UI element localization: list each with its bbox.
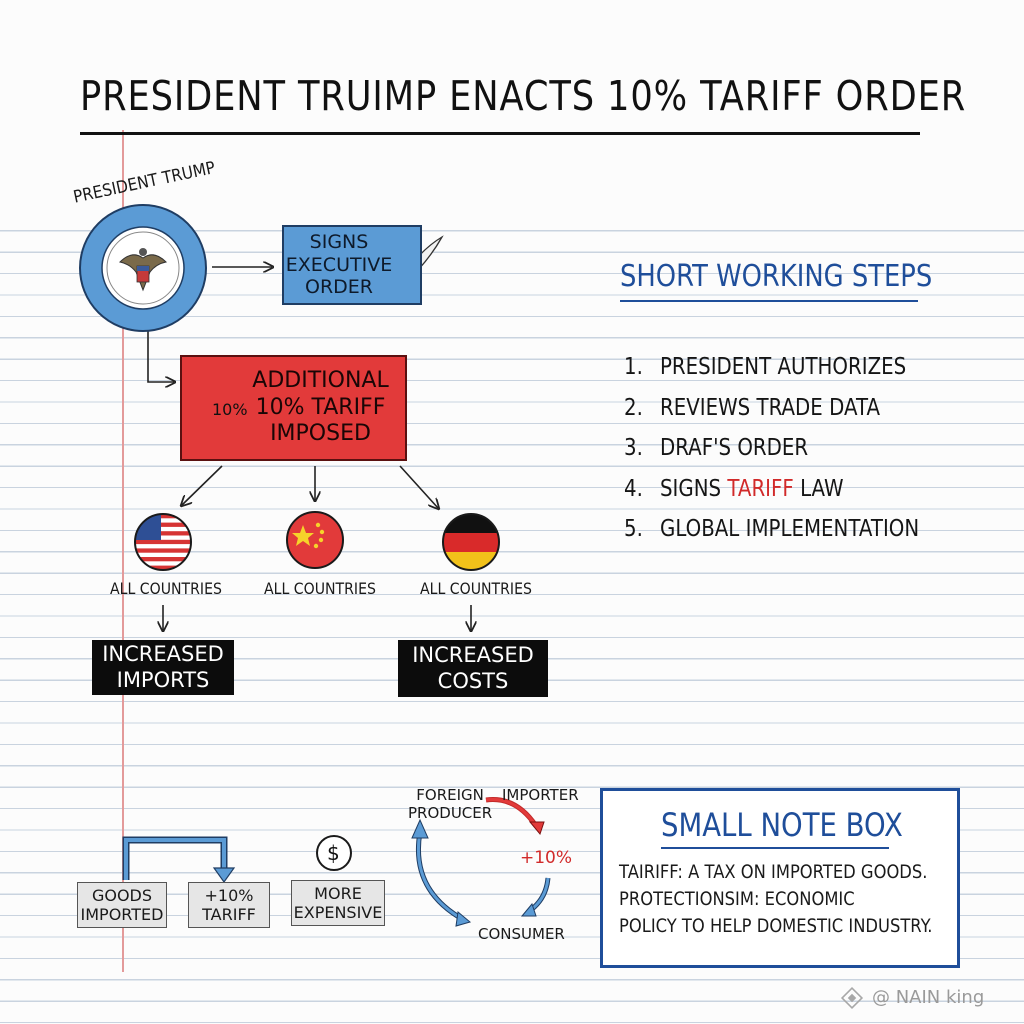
increased-imports-box: INCREASED IMPORTS — [92, 640, 234, 695]
costs-line-1: INCREASED — [412, 643, 534, 668]
note-heading: SMALL NOTE BOX — [661, 806, 903, 844]
note-line-3: POLICY TO HELP DOMESTIC INDUSTRY. — [619, 915, 933, 937]
step-1-number: 1. — [624, 354, 643, 380]
flow-tariff-line-2: TARIFF — [202, 905, 256, 924]
watermark-logo-icon — [840, 986, 864, 1010]
presidential-seal-icon — [79, 204, 207, 332]
exec-line-3: ORDER — [304, 276, 373, 299]
importer-label: IMPORTER — [502, 786, 579, 804]
step-4-text: SIGNS TARIFF LAW — [660, 478, 844, 501]
dollar-coin-icon — [316, 835, 352, 871]
arrow-tariff-to-usa — [182, 465, 223, 505]
additional-tariff-box: ADDITIONAL 10% TARIFF IMPOSED — [180, 355, 407, 461]
steps-heading-underline — [620, 300, 918, 302]
signs-executive-order-box: SIGNS EXECUTIVE ORDER — [282, 225, 422, 305]
arrow-consumer-to-producer — [415, 831, 466, 923]
tariff-line-1: ADDITIONAL — [252, 368, 389, 394]
step-5-number: 5. — [624, 516, 643, 542]
step-4-pre: SIGNS — [660, 476, 728, 502]
exec-line-2: EXECUTIVE — [285, 253, 393, 276]
step-4-number: 4. — [624, 476, 643, 502]
step-2-number: 2. — [624, 395, 643, 421]
arrow-seal-to-tariff — [147, 330, 174, 382]
small-note-box: SMALL NOTE BOX TAIRIFF: A TAX ON IMPORTE… — [600, 788, 960, 968]
costs-line-2: COSTS — [437, 668, 509, 693]
imports-line-2: IMPORTS — [116, 667, 210, 692]
increased-costs-box: INCREASED COSTS — [398, 640, 548, 697]
note-line-1: TAIRIFF: A TAX ON IMPORTED GOODS. — [619, 861, 928, 883]
flow-tariff-line-1: +10% — [204, 885, 254, 905]
step-2-text: REVIEWS TRADE DATA — [660, 395, 881, 421]
note-heading-underline — [661, 847, 889, 849]
margin-line — [122, 130, 124, 972]
goods-line-2: IMPORTED — [80, 905, 164, 924]
germany-flag-icon — [442, 513, 500, 571]
step-4-highlight: TARIFF — [727, 476, 794, 502]
goods-imported-box: GOODS IMPORTED — [77, 882, 167, 928]
arrow-goods-to-tariff — [122, 836, 228, 880]
tariff-line-3: IMPOSED — [270, 421, 371, 447]
watermark-text: @ NAIN king — [872, 987, 985, 1008]
goods-line-1: GOODS — [91, 885, 153, 905]
foreign-producer-label: FOREIGN PRODUCER — [408, 786, 492, 822]
foreign-line-2: PRODUCER — [408, 804, 493, 822]
title-underline — [80, 132, 920, 135]
step-3-text: DRAF'S ORDER — [660, 435, 809, 461]
china-flag-icon — [286, 511, 344, 569]
plus-tariff-box: +10% TARIFF — [188, 882, 270, 928]
expensive-line-2: EXPENSIVE — [293, 903, 383, 922]
arrow-tariff-to-germany — [399, 465, 438, 508]
cycle-percent-label: +10% — [520, 848, 573, 868]
more-expensive-box: MORE EXPENSIVE — [291, 880, 385, 926]
step-1-text: PRESIDENT AUTHORIZES — [660, 354, 907, 380]
tariff-line-2: 10% TARIFF — [255, 394, 386, 420]
usa-flag-icon — [134, 513, 192, 571]
page-title: PRESIDENT TRUIMP ENACTS 10% TARIFF ORDER — [80, 72, 967, 120]
country-label-china: ALL COUNTRIES — [264, 579, 376, 598]
dollar-symbol: $ — [327, 841, 340, 865]
foreign-line-1: FOREIGN — [416, 786, 484, 804]
exec-line-1: SIGNS — [309, 230, 369, 253]
steps-heading: SHORT WORKING STEPS — [620, 259, 933, 294]
consumer-label: CONSUMER — [478, 925, 565, 943]
note-line-2: PROTECTIONSIM: ECONOMIC — [619, 888, 855, 910]
imports-line-1: INCREASED — [102, 642, 224, 667]
step-4-post: LAW — [793, 476, 844, 502]
expensive-line-1: MORE — [314, 883, 362, 903]
burst-label: 10% — [212, 400, 248, 419]
country-label-germany: ALL COUNTRIES — [420, 579, 532, 598]
step-3-number: 3. — [624, 435, 643, 461]
step-5-text: GLOBAL IMPLEMENTATION — [660, 516, 920, 542]
country-label-usa: ALL COUNTRIES — [110, 579, 222, 598]
